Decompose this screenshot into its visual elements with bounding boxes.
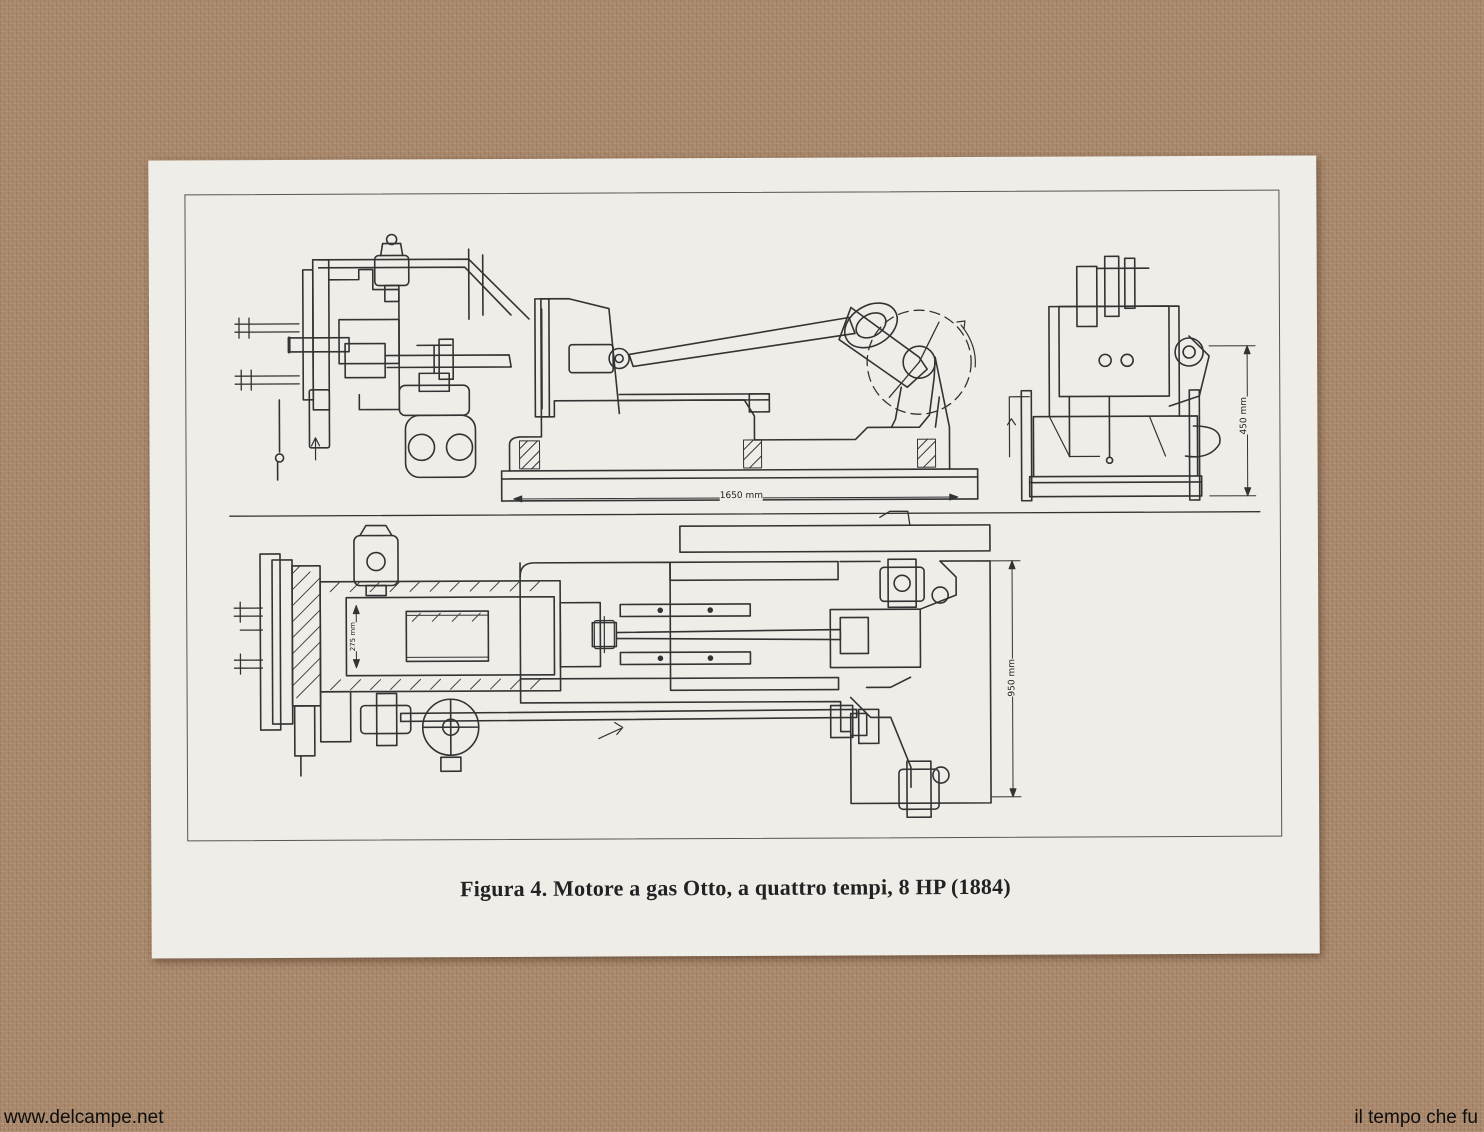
plan-view [233,510,992,819]
figure-caption: Figura 4. Motore a gas Otto, a quattro t… [460,873,1011,902]
dimension-width-label: 950 mm [1007,658,1018,697]
dimension-length-label: 1650 mm [719,490,764,502]
view-separator [229,511,1261,517]
print-card: 1650 mm 450 mm 950 mm 275 mm Figura 4. M… [148,155,1320,959]
watermark-left: www.delcampe.net [4,1107,164,1128]
end-elevation-view [1006,255,1221,502]
dimension-bore-label: 275 mm [347,622,359,652]
engine-technical-drawing [229,233,1261,819]
side-elevation-view [234,233,979,502]
dimension-height-label: 450 mm [1239,396,1250,435]
watermark-right: il tempo che fu [1354,1107,1478,1128]
